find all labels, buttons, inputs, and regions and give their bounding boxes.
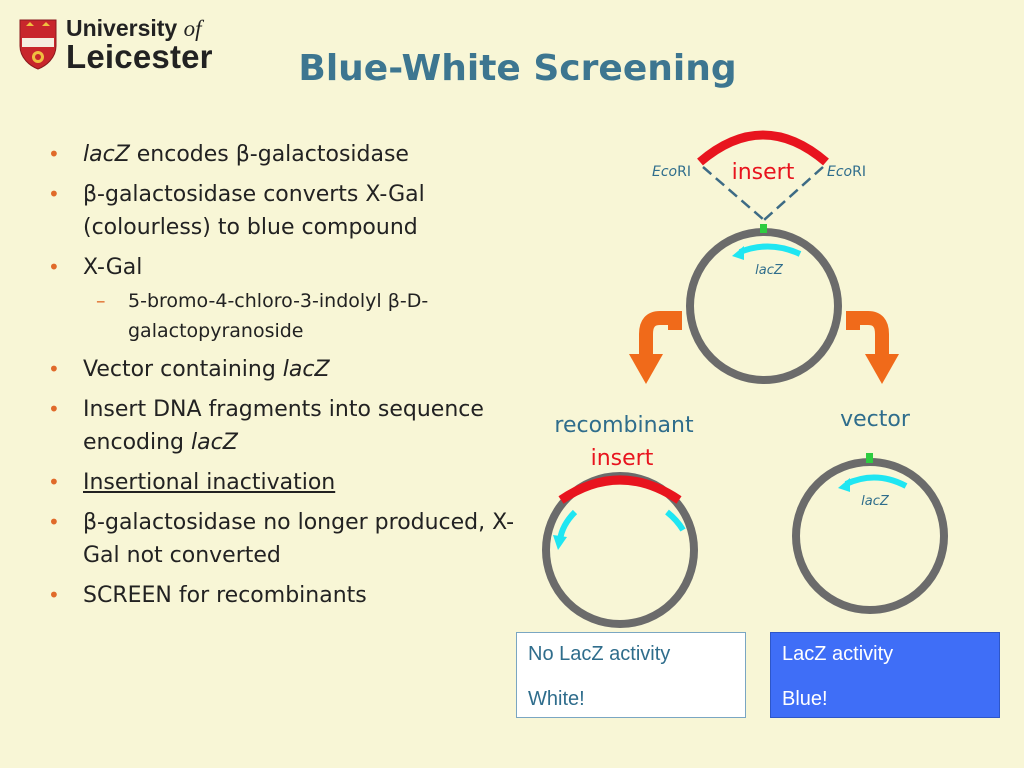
- bullet-item: X-Gal 5-bromo-4-chloro-3-indolyl β-D-gal…: [48, 251, 518, 346]
- bullet-item: lacZ encodes β-galactosidase: [48, 138, 518, 171]
- slide-title: Blue-White Screening: [298, 48, 737, 89]
- cut-site-vector: [866, 453, 873, 463]
- result-white-colour: White!: [528, 688, 585, 710]
- ecori-right-label: EcoRI: [827, 164, 866, 180]
- plasmid-recombinant: [542, 472, 698, 628]
- plasmid-vector: [792, 458, 948, 614]
- insert-label-top: insert: [732, 160, 795, 185]
- dashed-line-right: [763, 166, 824, 221]
- insert-fragment-recombinant: [558, 475, 682, 504]
- bullet-item: β-galactosidase no longer produced, X-Ga…: [48, 506, 518, 572]
- lacz-arrowhead-recombinant: [553, 535, 567, 550]
- insert-fragment-top: [697, 130, 829, 166]
- lacz-arrowhead-top: [732, 246, 744, 260]
- lacz-label-vector: lacZ: [861, 494, 890, 509]
- lacz-gene-vector: [844, 474, 908, 489]
- result-box-white: No LacZ activity White!: [516, 632, 746, 718]
- arrow-to-vector: [846, 311, 899, 384]
- result-blue-colour: Blue!: [782, 688, 828, 710]
- lacz-fragment-right: [665, 509, 686, 532]
- bullet-item: SCREEN for recombinants: [48, 579, 518, 612]
- lacz-fragment-left: [557, 509, 578, 541]
- result-box-blue: LacZ activity Blue!: [770, 632, 1000, 718]
- plasmid-top: [686, 228, 842, 384]
- shield-icon: [19, 19, 57, 70]
- cut-site-top: [760, 224, 767, 233]
- university-logo: University of Leicester: [18, 14, 228, 74]
- bullet-item: Vector containing lacZ: [48, 353, 518, 386]
- bullet-list: lacZ encodes β-galactosidase β-galactosi…: [48, 138, 518, 619]
- recombinant-insert-label: insert: [591, 446, 654, 471]
- lacz-arrowhead-vector: [838, 478, 850, 492]
- result-blue-activity: LacZ activity: [782, 643, 894, 665]
- bullet-item: β-galactosidase converts X-Gal (colourle…: [48, 178, 518, 244]
- lacz-gene-top: [738, 243, 802, 257]
- recombinant-label: recombinant: [554, 413, 694, 438]
- lacz-label-top: lacZ: [755, 263, 784, 278]
- sub-bullet-list: 5-bromo-4-chloro-3-indolyl β-D-galactopy…: [83, 286, 518, 346]
- dashed-line-left: [702, 166, 765, 221]
- bullet-item: Insertional inactivation: [48, 466, 518, 499]
- bullet-item: Insert DNA fragments into sequence encod…: [48, 393, 518, 459]
- result-white-activity: No LacZ activity: [528, 643, 671, 665]
- sub-bullet-item: 5-bromo-4-chloro-3-indolyl β-D-galactopy…: [83, 286, 518, 346]
- logo-university-text: University of: [66, 15, 202, 41]
- vector-label: vector: [840, 407, 911, 432]
- arrow-to-recombinant: [629, 311, 682, 384]
- logo-leicester-text: Leicester: [66, 38, 213, 75]
- ecori-left-label: EcoRI: [652, 164, 691, 180]
